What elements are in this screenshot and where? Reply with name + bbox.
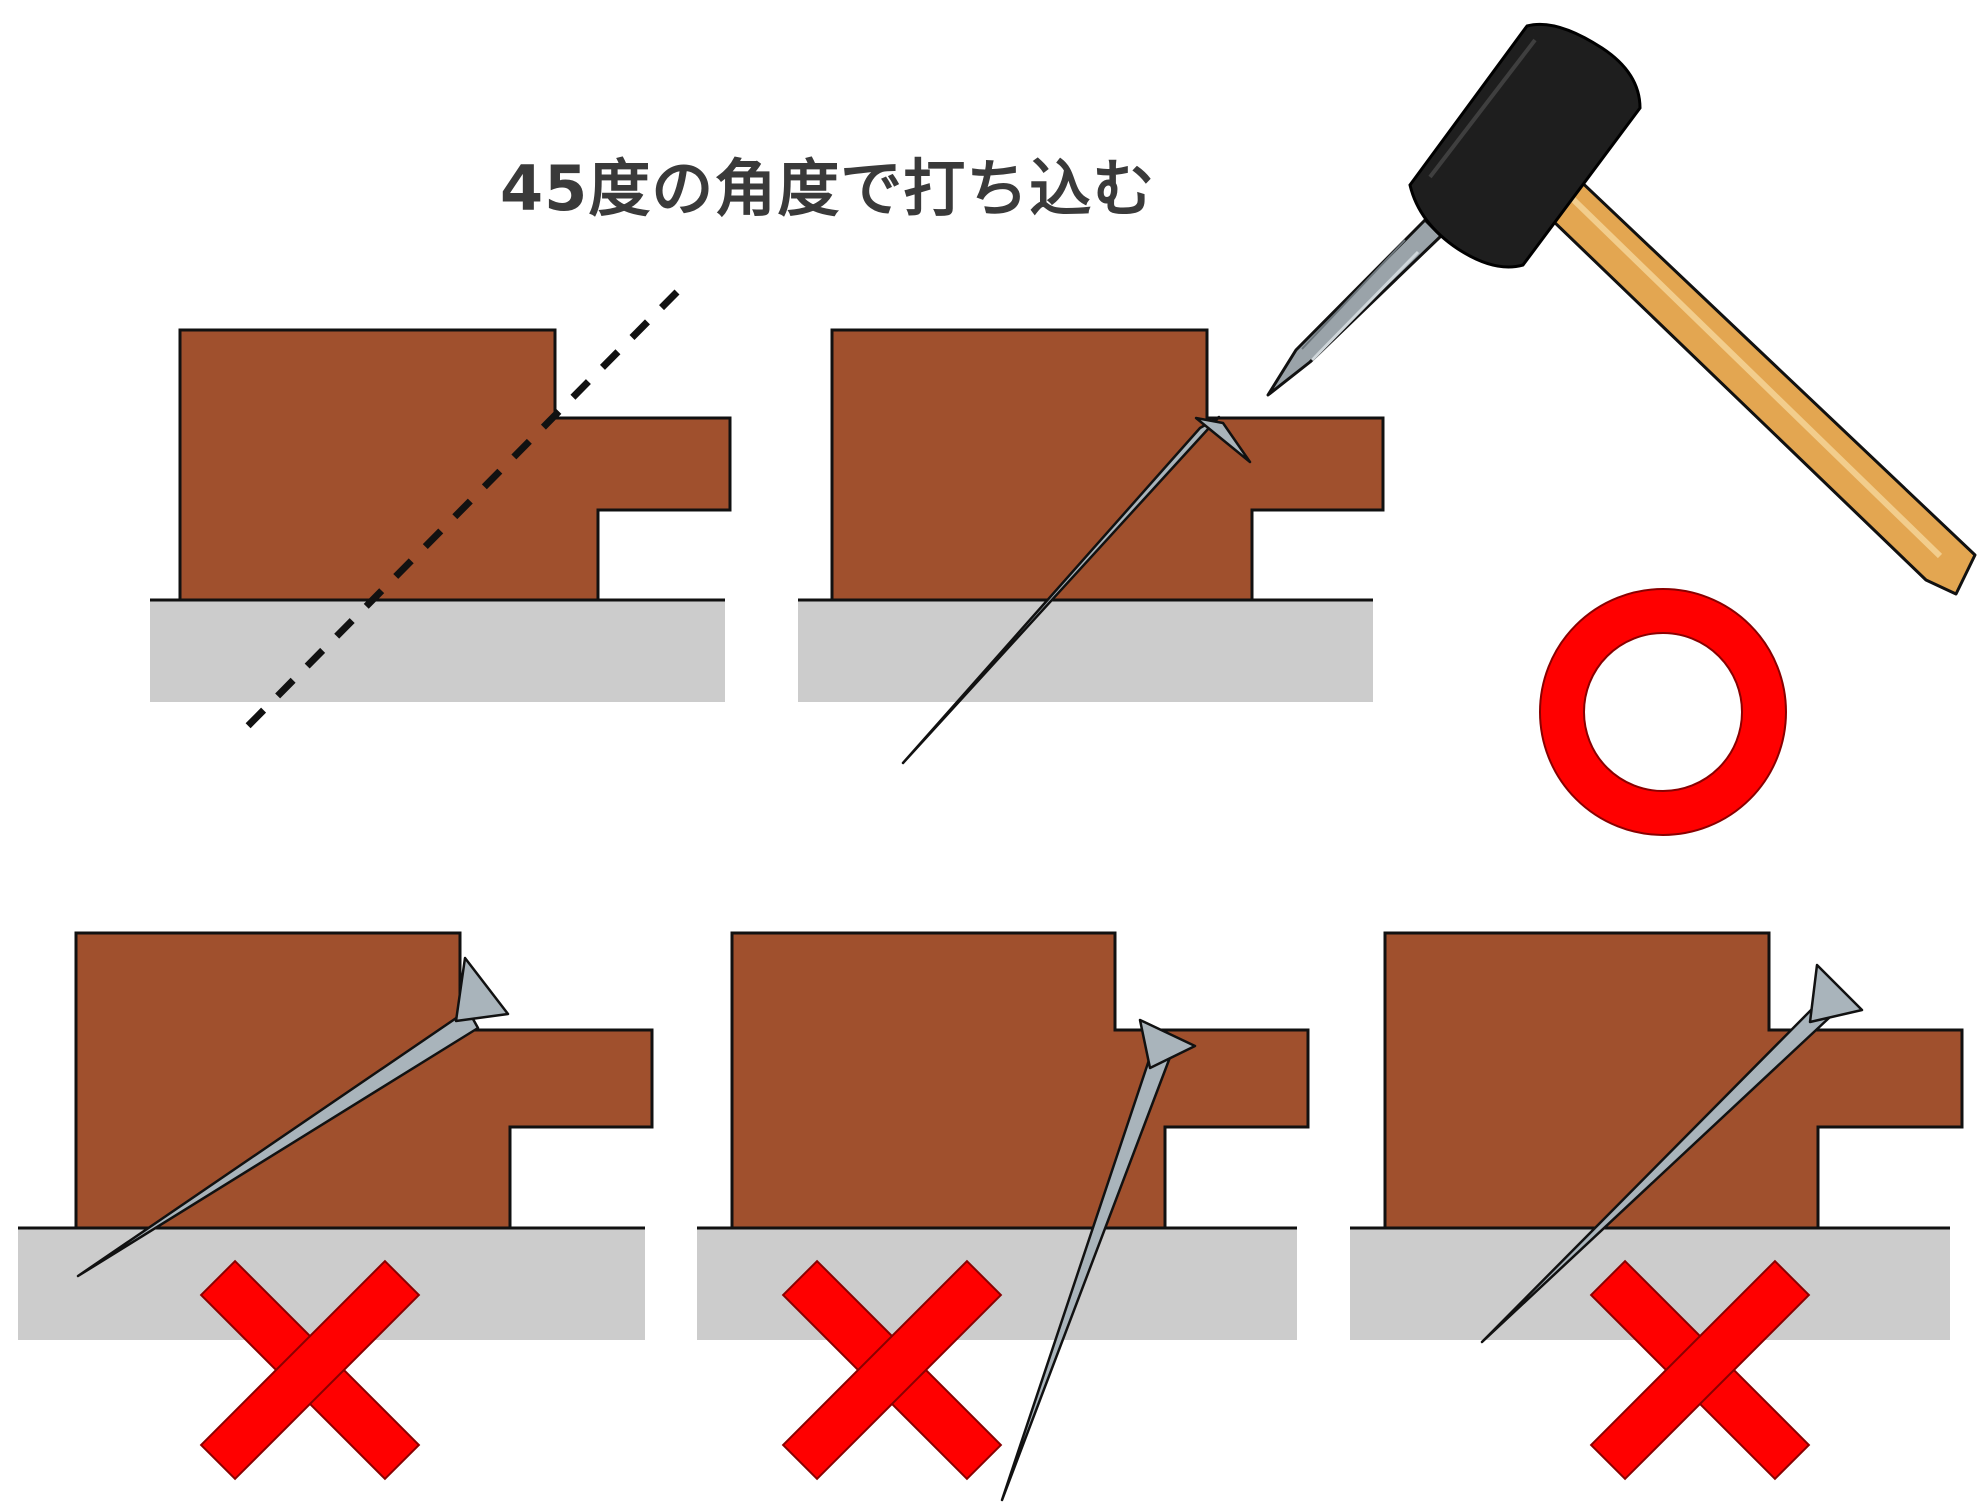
caption-title: 45度の角度で打ち込む [500, 152, 1156, 225]
wood-board [830, 328, 1385, 602]
nail [76, 956, 510, 1278]
cross-mark-icon [199, 1259, 421, 1481]
nail [901, 415, 1252, 765]
guide-line-45deg [234, 289, 680, 740]
floor-slab [798, 600, 1373, 702]
panel-guide [150, 289, 732, 740]
panel-wrong-1 [18, 931, 654, 1481]
cross-mark-icon [781, 1259, 1003, 1481]
wood-board [178, 328, 732, 602]
nail [1480, 963, 1864, 1344]
cross-mark-icon [1589, 1259, 1811, 1481]
hammer-head [1408, 22, 1642, 269]
circle-mark-icon [1540, 589, 1786, 835]
hammer-icon [1408, 22, 1977, 596]
panel-wrong-2 [697, 931, 1310, 1502]
panel-wrong-3 [1350, 931, 1964, 1481]
wood-board [1383, 931, 1964, 1230]
nail [1000, 1018, 1197, 1502]
nail-set-icon [1266, 218, 1443, 397]
floor-slab [150, 600, 725, 702]
floor-slab [697, 1228, 1297, 1340]
panel-correct [798, 328, 1385, 765]
wood-board [730, 931, 1310, 1230]
